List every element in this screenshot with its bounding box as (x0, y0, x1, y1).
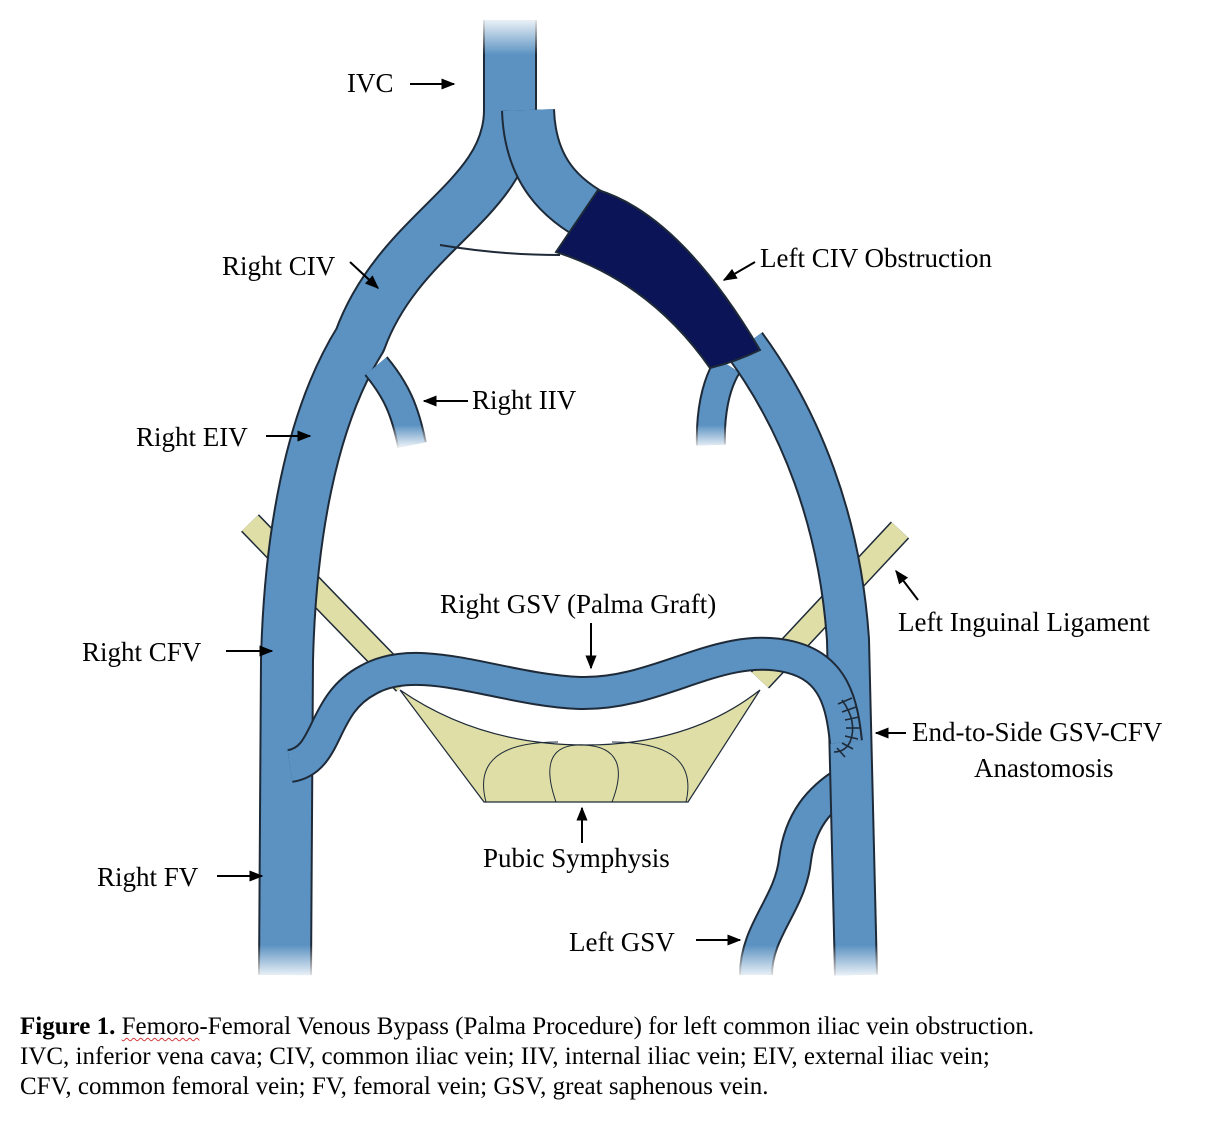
right-iliofemoral-vein (258, 20, 537, 976)
arrow-left-inguinal-ligament (895, 569, 919, 601)
label-left-civ-obstruction: Left CIV Obstruction (760, 243, 992, 273)
caption-flagged-word: Femoro (121, 1013, 200, 1040)
ivc-top-fade (460, 15, 570, 55)
label-left-inguinal-ligament: Left Inguinal Ligament (898, 607, 1150, 637)
caption-line-1: Figure 1. Femoro-Femoral Venous Bypass (… (20, 1012, 1220, 1042)
left-iliofemoral-vein (727, 331, 878, 976)
caption-figure-label: Figure 1. (20, 1013, 116, 1040)
label-right-gsv-graft: Right GSV (Palma Graft) (440, 589, 716, 619)
iiv-fade-right (392, 425, 432, 450)
figure-caption: Figure 1. Femoro-Femoral Venous Bypass (… (20, 1012, 1220, 1102)
iiv-fade-left (692, 425, 732, 450)
label-right-cfv: Right CFV (82, 637, 202, 667)
caption-title-rest: -Femoral Venous Bypass (Palma Procedure)… (199, 1013, 1035, 1040)
left-civ-obstruction (554, 188, 762, 370)
left-gsv-vein (739, 767, 856, 976)
caption-line-3: CFV, common femoral vein; FV, femoral ve… (20, 1073, 769, 1100)
caption-line-2: IVC, inferior vena cava; CIV, common ili… (20, 1043, 990, 1070)
label-pubic-symphysis: Pubic Symphysis (483, 843, 670, 873)
label-right-civ: Right CIV (222, 251, 336, 281)
arrow-right-civ (349, 261, 380, 289)
right-gsv-palma-graft (285, 636, 863, 783)
label-right-eiv: Right EIV (136, 422, 248, 452)
label-right-iiv: Right IIV (472, 385, 577, 415)
anastomosis-sutures (833, 697, 860, 758)
label-ivc: IVC (347, 68, 394, 98)
label-right-fv: Right FV (97, 862, 199, 892)
bottom-fade (250, 945, 890, 980)
label-anastomosis-line1: End-to-Side GSV-CFV (912, 717, 1163, 747)
pubic-symphysis-shape (399, 689, 761, 803)
label-left-gsv: Left GSV (569, 927, 675, 957)
label-anastomosis-line2: Anastomosis (974, 753, 1114, 783)
arrow-left-civ-obstruction (722, 261, 756, 281)
